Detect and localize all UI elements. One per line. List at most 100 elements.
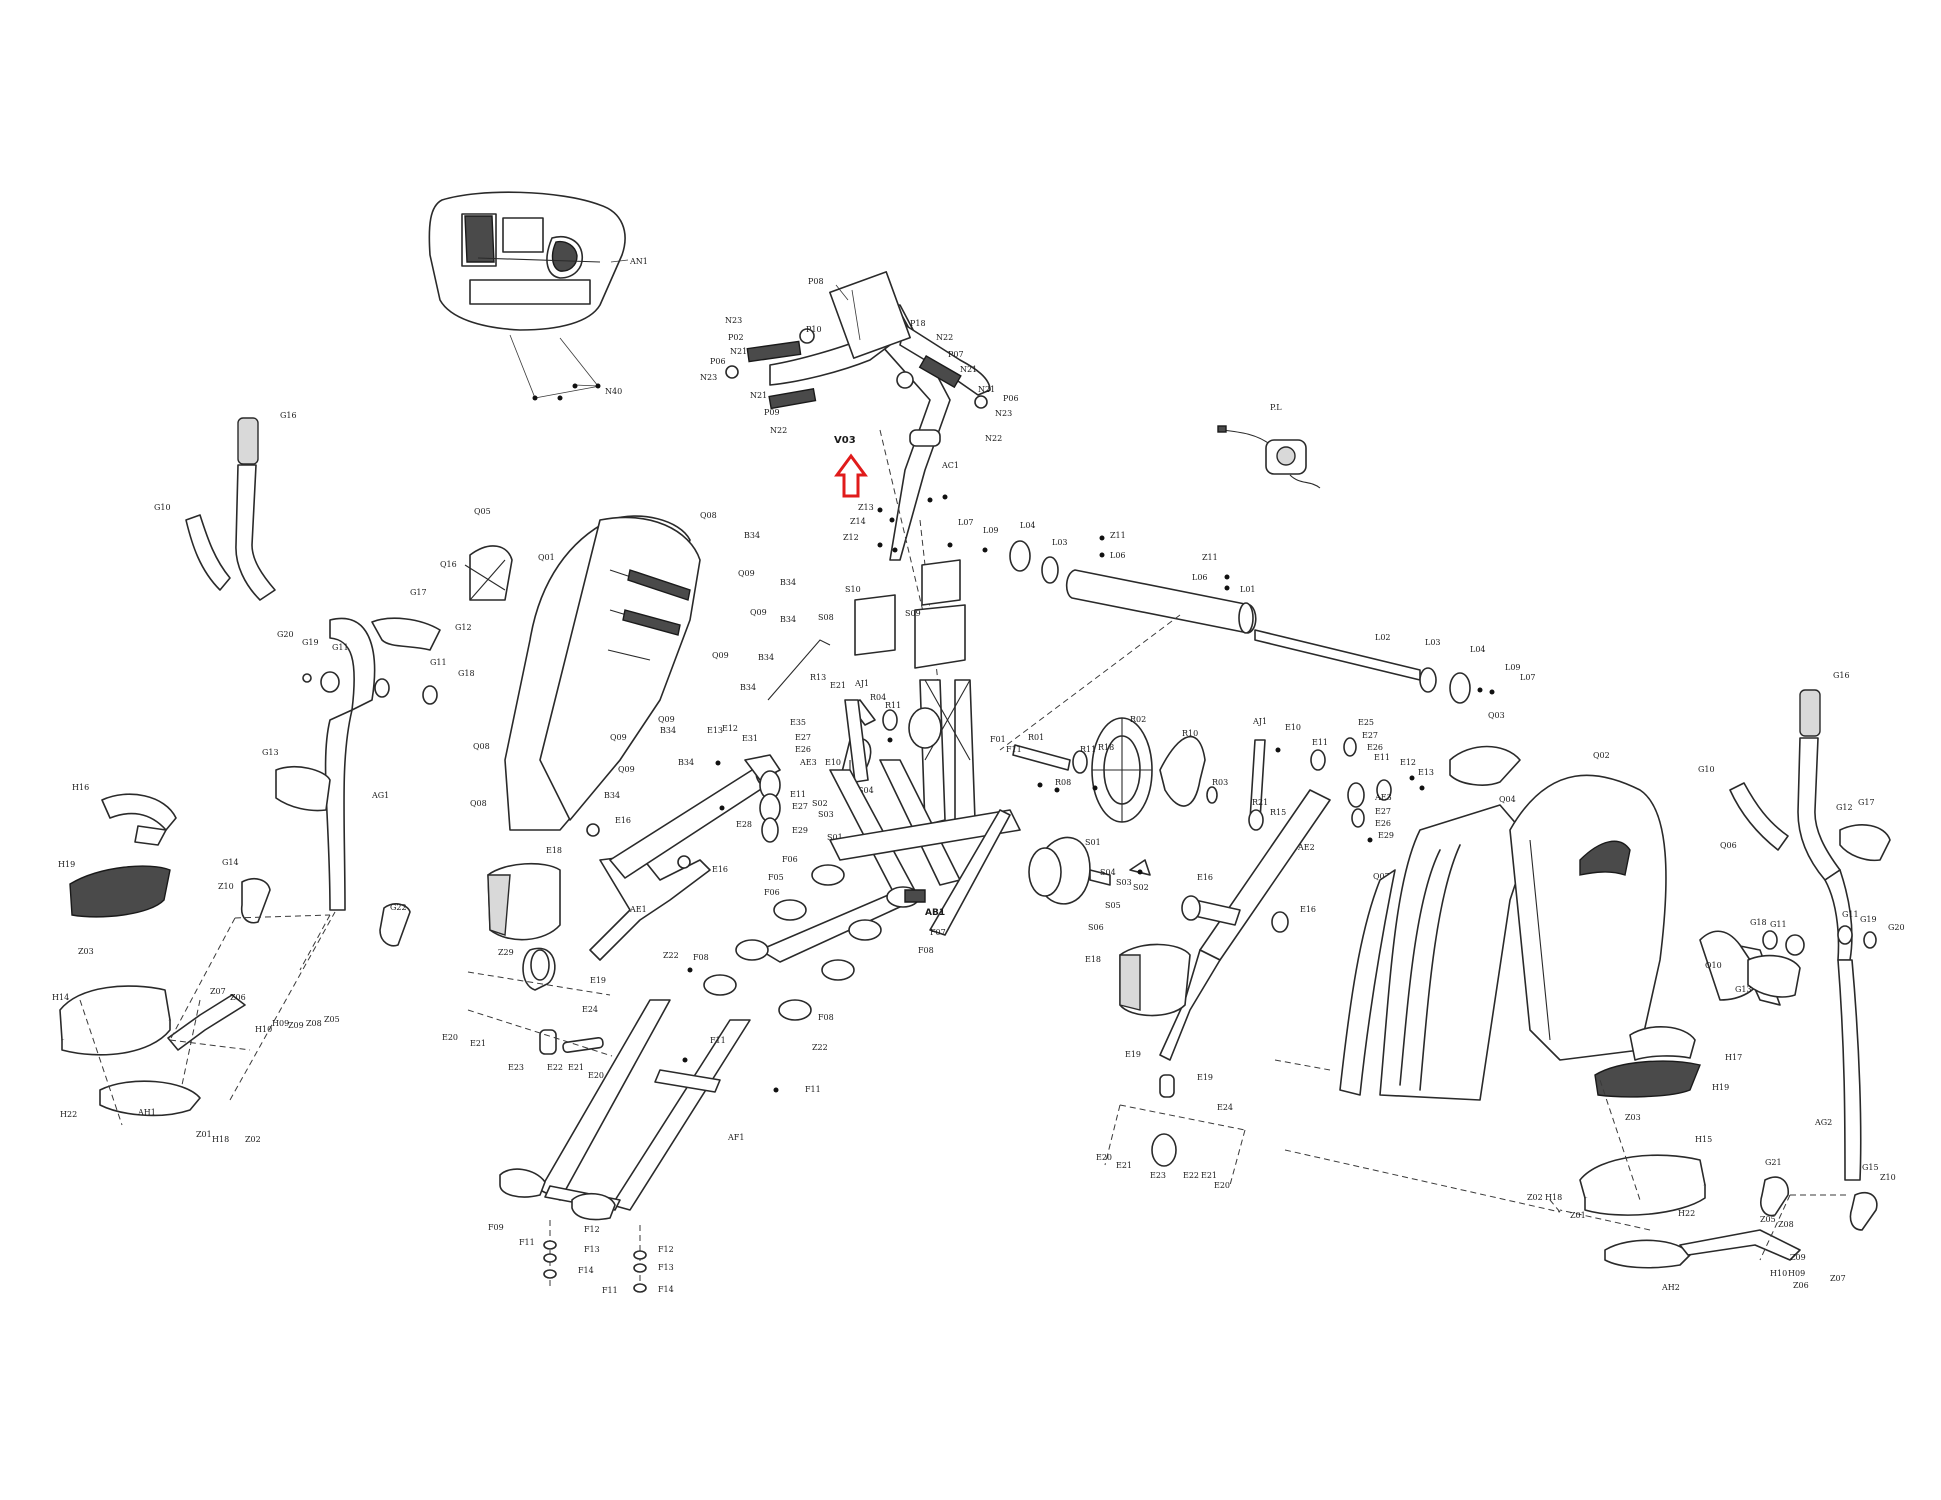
label-E23a: E23 — [508, 1063, 524, 1072]
label-Q09e: Q09 — [610, 733, 627, 742]
left-arm-assembly: G16 G10 G17 G12 G20 G19 G11 G11 G18 AG1 … — [154, 411, 475, 911]
label-H10a: H10 — [255, 1025, 272, 1034]
label-F12b: F12 — [658, 1245, 674, 1254]
label-G10b: G10 — [1698, 765, 1715, 774]
right-linkage-assembly: AJ1 E10 E25 E27 E11 E26 E11 E12 E13 AE3 … — [1248, 717, 1434, 843]
label-E29b: E29 — [1378, 831, 1394, 840]
label-L06a: L06 — [1110, 551, 1126, 560]
label-F09: F09 — [488, 1223, 504, 1232]
label-B34c: B34 — [780, 615, 796, 624]
slide-rail-assembly: F11 F11 AF1 F09 F11 F12 F13 F14 F12 F13 … — [488, 967, 821, 1295]
label-L03b: L03 — [1425, 638, 1441, 647]
label-E10a: E10 — [825, 758, 841, 767]
label-Z08a: Z08 — [306, 1019, 322, 1028]
label-B34a: B34 — [744, 531, 760, 540]
label-F08a: F08 — [918, 946, 934, 955]
label-N23b: N23 — [700, 373, 717, 382]
label-L03a: L03 — [1052, 538, 1068, 547]
label-E19c: E19 — [1197, 1073, 1213, 1082]
label-Z29: Z29 — [498, 948, 514, 957]
label-G11a: G11 — [332, 643, 349, 652]
label-P10: P10 — [806, 325, 822, 334]
label-Q05: Q05 — [474, 507, 491, 516]
label-H16: H16 — [72, 783, 89, 792]
label-L02: L02 — [1375, 633, 1391, 642]
label-Z02b: Z02 — [1527, 1193, 1543, 1202]
label-AC1: AC1 — [941, 461, 959, 470]
label-L06b: L06 — [1192, 573, 1208, 582]
label-E11a: E11 — [790, 790, 806, 799]
label-E27d: E27 — [1375, 807, 1391, 816]
label-E21b: E21 — [568, 1063, 584, 1072]
label-Z12: Z12 — [843, 533, 859, 542]
label-E26c: E26 — [1375, 819, 1391, 828]
label-G11c: G11 — [1770, 920, 1787, 929]
label-G21: G21 — [1765, 1158, 1782, 1167]
label-P07: P07 — [948, 350, 964, 359]
label-Q01: Q01 — [538, 553, 555, 562]
label-Q09a: Q09 — [738, 569, 755, 578]
label-N22a: N22 — [770, 426, 787, 435]
label-S10: S10 — [845, 585, 861, 594]
label-E27a: E27 — [795, 733, 811, 742]
label-Q09b: Q09 — [750, 608, 767, 617]
label-E16b: E16 — [712, 865, 728, 874]
label-S04b: S04 — [1100, 868, 1116, 877]
label-F11c: F11 — [519, 1238, 535, 1247]
right-crank-arm-assembly: Q03 Q02 Q04 Q07 AE2 E16 E16 E18 E19 E19 … — [1085, 711, 1610, 1190]
label-F11a: F11 — [710, 1036, 726, 1045]
label-Z01a: Z01 — [196, 1130, 212, 1139]
label-G12b: G12 — [1836, 803, 1853, 812]
label-R18: R18 — [1098, 743, 1114, 752]
label-E13b: E13 — [1418, 768, 1434, 777]
label-Q16: Q16 — [440, 560, 457, 569]
label-H09b: H09 — [1788, 1269, 1805, 1278]
label-R08: R08 — [1055, 778, 1071, 787]
label-AJ1: AJ1 — [854, 679, 869, 688]
label-G10a: G10 — [154, 503, 171, 512]
label-PL: P.L — [1270, 403, 1282, 412]
label-F11d: F11 — [602, 1286, 618, 1295]
label-G19a: G19 — [302, 638, 319, 647]
left-shroud-assembly: Q05 Q08 Q01 Q16 B34 Q09 B34 Q09 B34 Q09 … — [440, 507, 796, 831]
label-Z14: Z14 — [850, 517, 866, 526]
label-E10b: E10 — [1285, 723, 1301, 732]
label-N40: N40 — [605, 387, 622, 396]
label-E18a: E18 — [546, 846, 562, 855]
label-E20b: E20 — [588, 1071, 604, 1080]
label-N21d: N21 — [978, 385, 995, 394]
label-G17b: G17 — [1858, 798, 1875, 807]
label-G18a: G18 — [458, 669, 475, 678]
label-Z09a: Z09 — [288, 1021, 304, 1030]
label-Z11b: Z11 — [1202, 553, 1218, 562]
label-S01a: S01 — [827, 833, 843, 842]
label-F11b: F11 — [805, 1085, 821, 1094]
label-G12a: G12 — [455, 623, 472, 632]
label-P06: P06 — [710, 357, 726, 366]
brake-pulley-assembly: F01 F11 R01 R08 R11 R18 R02 R10 R03 S01 … — [990, 715, 1228, 932]
label-H14: H14 — [52, 993, 69, 1002]
label-S05: S05 — [1105, 901, 1121, 910]
label-E21d: E21 — [1116, 1161, 1132, 1170]
label-P06b: P06 — [1003, 394, 1019, 403]
label-V03: V03 — [834, 435, 856, 446]
flywheel-shaft-assembly: L07 L09 L04 L03 Z11 L06 Z11 L06 L01 L02 … — [947, 518, 1536, 751]
label-L09a: L09 — [983, 526, 999, 535]
label-Z22b: Z22 — [812, 1043, 828, 1052]
label-Q03: Q03 — [1488, 711, 1505, 720]
label-H15: H15 — [1695, 1135, 1712, 1144]
label-E21e: E21 — [1201, 1171, 1217, 1180]
label-E19a: E19 — [590, 976, 606, 985]
label-E35: E35 — [790, 718, 806, 727]
label-E11b: E11 — [1312, 738, 1328, 747]
label-Z06a: Z06 — [230, 993, 246, 1002]
label-AE3b: AE3 — [1374, 793, 1392, 802]
label-E16d: E16 — [1300, 905, 1316, 914]
label-B34h: B34 — [604, 791, 620, 800]
label-N21b: N21 — [750, 391, 767, 400]
label-G22: G22 — [390, 903, 407, 912]
main-frame-assembly: F06 F05 F06 F07 F08 AB1 Z22 F08 F08 Z22 — [663, 759, 1021, 1052]
label-G11d: G11 — [1842, 910, 1859, 919]
power-adapter: P.L — [1217, 403, 1321, 489]
label-E27c: E27 — [1362, 731, 1378, 740]
